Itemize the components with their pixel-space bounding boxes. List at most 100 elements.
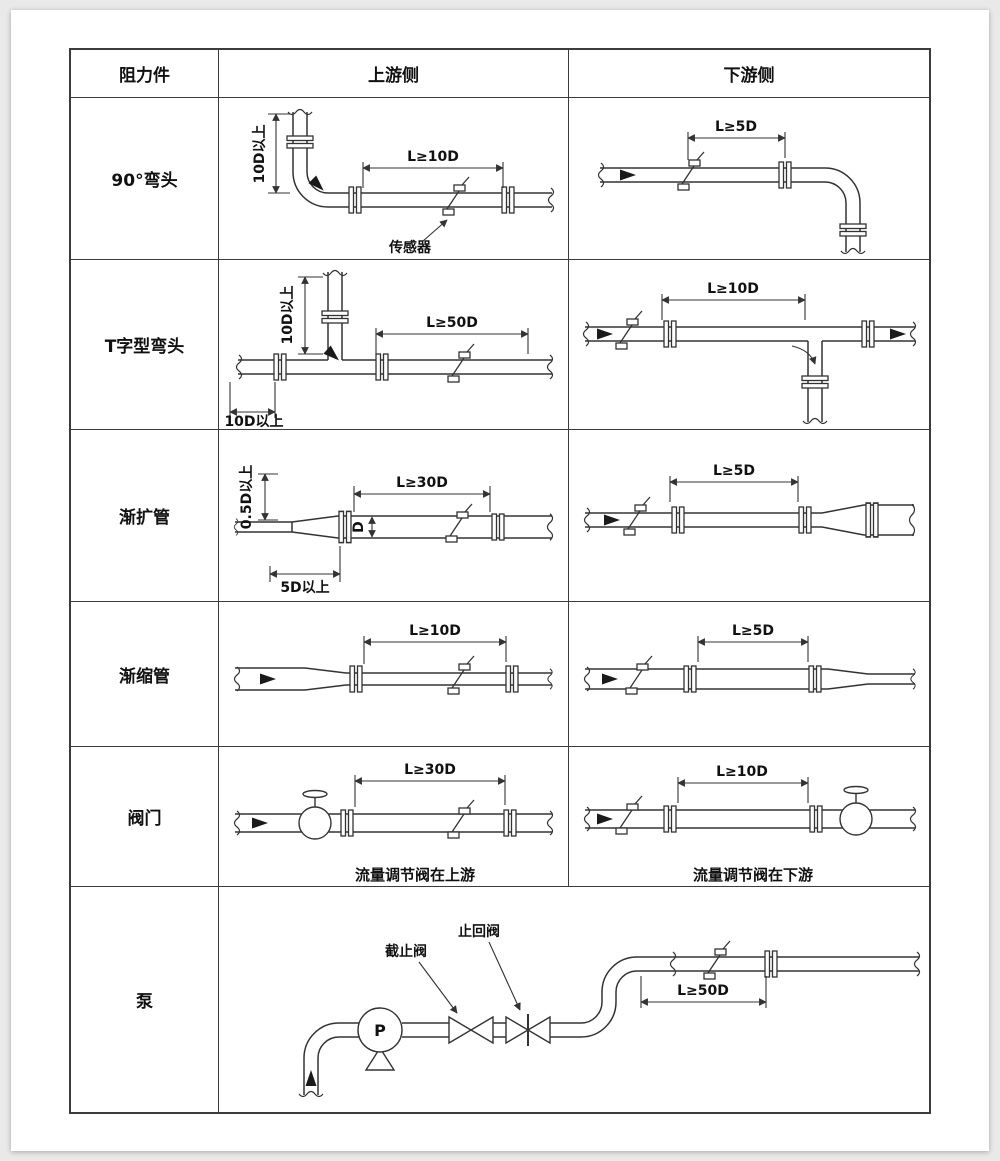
flow-arrow-icon [597, 328, 613, 339]
flange-icon [865, 501, 879, 538]
page-panel: 阻力件 上游侧 下游侧 90°弯头 L≥10D 10D以上 传 [11, 10, 989, 1151]
flange-icon [778, 160, 792, 189]
diagram-elbow90-downstream-cell: L≥5D [569, 98, 929, 260]
flow-arrow-icon [604, 514, 620, 525]
diagram-reducer-upstream: L≥10D [233, 623, 553, 695]
pump-letter: P [374, 1021, 386, 1040]
installation-table: 阻力件 上游侧 下游侧 90°弯头 L≥10D 10D以上 传 [69, 48, 931, 1114]
pipe-break-icon [547, 186, 554, 213]
flange-icon [272, 352, 287, 381]
flow-arrow-icon [259, 673, 276, 684]
diagram-elbow90-downstream: L≥5D [597, 119, 867, 254]
pipe-break-icon [597, 161, 605, 188]
pipe-break-icon [546, 667, 553, 690]
pipe-break-icon [908, 503, 916, 536]
flange-icon [671, 505, 685, 534]
valve-handwheel-icon [843, 785, 869, 794]
flow-arrow-icon [890, 328, 906, 339]
pipe-break-icon [298, 1090, 324, 1097]
row-label-reducer: 渐缩管 [71, 602, 219, 747]
flange-icon [490, 512, 505, 541]
flange-icon [504, 664, 519, 693]
diagram-elbow90-upstream-cell: L≥10D 10D以上 传感器 [219, 98, 569, 260]
sensor-icon [615, 309, 643, 350]
sensor-icon [446, 654, 475, 695]
pipe-break-icon [233, 665, 240, 692]
pipe-break-icon [235, 353, 242, 380]
flange-icon [347, 185, 362, 214]
sensor-icon [446, 342, 475, 383]
pipe-break-icon [582, 320, 590, 347]
sensor-icon [677, 150, 705, 191]
flange-icon [764, 949, 778, 978]
dim-label: L≥10D [409, 623, 461, 639]
flange-icon [348, 664, 363, 693]
sensor-callout: 传感器 [388, 239, 432, 256]
flange-icon [683, 664, 697, 693]
flange-icon [374, 352, 389, 381]
flange-icon [320, 309, 349, 324]
pipe-break-icon [669, 950, 677, 977]
row-label-pump: 泵 [71, 887, 219, 1112]
dim-label: L≥5D [713, 463, 755, 479]
dim-label-vertical: 10D以上 [280, 285, 296, 344]
flow-arrow-icon [597, 813, 613, 824]
dim-label-vertical: 10D以上 [252, 124, 268, 183]
diagram-elbow90-upstream: L≥10D 10D以上 传感器 [252, 108, 554, 256]
flange-icon [500, 185, 515, 214]
diagram-reducer-downstream-cell: L≥5D [569, 602, 929, 747]
row-label-elbow90: 90°弯头 [71, 98, 219, 260]
pipe-break-icon [583, 665, 591, 692]
diagram-tee-downstream-cell: L≥10D [569, 260, 929, 430]
pipe-break-icon [546, 353, 553, 380]
stop-valve-label: 截止阀 [385, 943, 427, 960]
valve-body-icon [297, 805, 332, 840]
check-valve-label: 止回阀 [458, 923, 500, 940]
dim-label: L≥10D [716, 764, 768, 780]
header-downstream: 下游侧 [569, 50, 929, 98]
header-upstream: 上游侧 [219, 50, 569, 98]
pump-body-icon [357, 1006, 403, 1053]
pipe-break-icon [913, 950, 921, 977]
row-label-expander: 渐扩管 [71, 430, 219, 602]
sensor-icon [444, 502, 473, 543]
diagram-tee-upstream: L≥50D 10D以上 10D以上 [224, 269, 553, 428]
pipe-break-icon [910, 667, 916, 690]
sensor-icon [623, 495, 651, 536]
diagram-valve-downstream: L≥10D 流量调节阀在下游 [583, 764, 917, 884]
sensor-icon [703, 939, 731, 980]
flow-arrow-icon [602, 673, 618, 684]
flange-icon [839, 222, 867, 237]
dim-label: L≥5D [715, 119, 757, 135]
dim-label: L≥30D [396, 475, 448, 491]
diagram-expander-downstream-cell: L≥5D [569, 430, 929, 602]
diagram-valve-upstream-cell: L≥30D 流量调节阀在上游 [219, 747, 569, 887]
diagram-expander-upstream-cell: D L≥30D 0.5D以上 5D以上 [219, 430, 569, 602]
flange-icon [808, 664, 822, 693]
diagram-caption: 流量调节阀在下游 [693, 866, 813, 884]
pipe-break-icon [840, 247, 866, 254]
pipe-break-icon [321, 269, 348, 276]
header-resistance: 阻力件 [71, 50, 219, 98]
diagram-pump: P [298, 923, 921, 1097]
dim-label: L≥30D [404, 762, 456, 778]
dim-label: L≥10D [707, 281, 759, 297]
diagram-reducer-upstream-cell: L≥10D [219, 602, 569, 747]
sensor-icon [441, 175, 470, 216]
diagram-expander-downstream: L≥5D [583, 463, 916, 538]
diagram-reducer-downstream: L≥5D [583, 623, 916, 695]
stop-valve-icon [448, 1015, 494, 1044]
pipe-break-icon [286, 108, 313, 115]
flow-arrow-icon [322, 345, 343, 364]
flow-arrow-icon [305, 1069, 317, 1086]
pipe-break-icon [802, 417, 828, 424]
diameter-label: D [351, 521, 367, 533]
flow-arrow-icon [620, 169, 636, 180]
flange-icon [663, 319, 677, 348]
diagram-caption: 流量调节阀在上游 [354, 866, 474, 884]
flange-icon [798, 505, 812, 534]
dim-label: L≥50D [677, 983, 729, 999]
pipe-break-icon [233, 517, 238, 536]
pipe-break-icon [583, 506, 591, 533]
dim-label-vertical: 0.5D以上 [239, 464, 255, 528]
